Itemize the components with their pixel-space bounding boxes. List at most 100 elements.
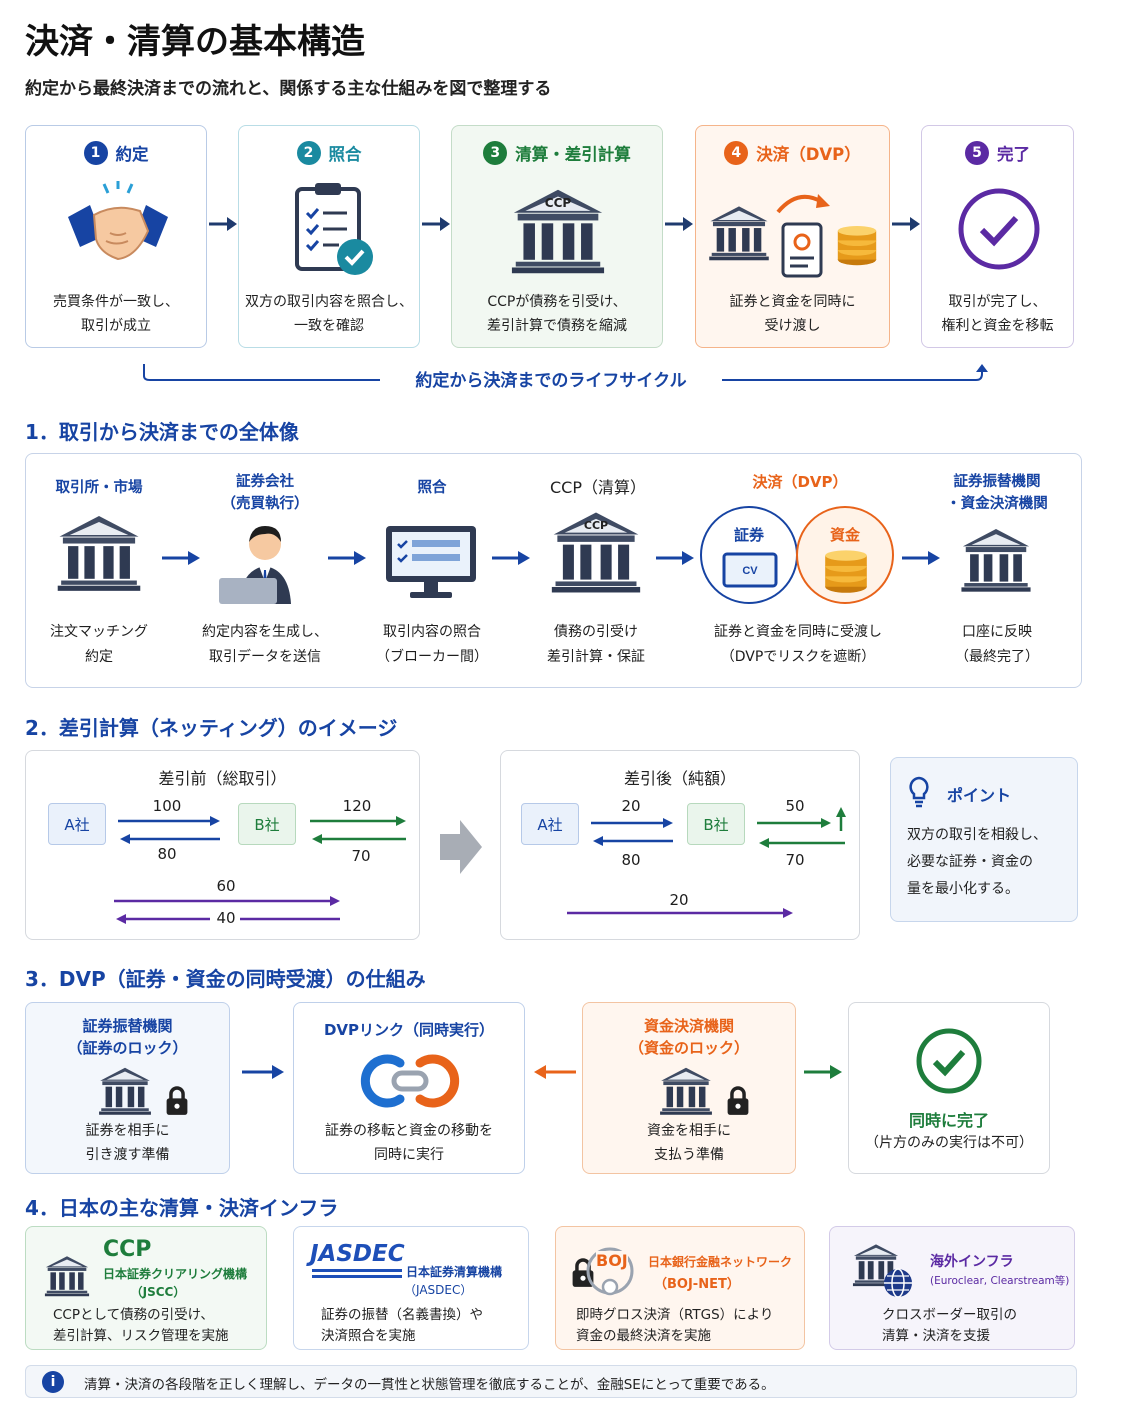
step-desc-4b: 受け渡し (764, 318, 821, 334)
point-title: ポイント (947, 786, 1012, 805)
lock-icon (725, 1086, 751, 1117)
svg-text:CV: CV (742, 565, 758, 577)
before-bc-top-value: 120 (342, 797, 372, 815)
jasdec-desc-a: 証券の振替（名義書換）や (321, 1307, 483, 1323)
company-b-node: B社 (687, 803, 745, 845)
node-depository-desc-b: （最終完了） (955, 649, 1039, 665)
step-number-3: 3 (483, 141, 508, 165)
overseas-desc-b: 清算・決済を支援 (882, 1328, 990, 1344)
infra-card-jscc: CCP 日本証券クリアリング機構 （JSCC） CCPとして債務の引受け、 差引… (25, 1226, 267, 1350)
jasdec-logo-line (312, 1275, 402, 1278)
page-subtitle: 約定から最終決済までの流れと、関係する主な仕組みを図で整理する (25, 79, 552, 99)
node-exchange-desc-a: 注文マッチング (50, 624, 148, 640)
arrow-right-icon (328, 551, 366, 565)
transfer-arrow-icon (776, 194, 830, 214)
boj-subtitle: 日本銀行金融ネットワーク (648, 1255, 793, 1269)
overseas-name: 海外インフラ (930, 1254, 1014, 1270)
arrow-right-icon (656, 551, 694, 565)
page-title: 決済・清算の基本構造 (25, 22, 365, 62)
step-desc-5b: 権利と資金を移転 (941, 318, 1054, 334)
jasdec-desc-b: 決済照合を実施 (321, 1328, 416, 1344)
section2-heading: 2．差引計算（ネッティング）のイメージ (25, 716, 398, 740)
node-ccp-desc-a: 債務の引受け (554, 624, 638, 640)
check-circle-icon (958, 188, 1040, 270)
after-bc-bottom-value: 70 (785, 851, 805, 869)
after-flow-arrows (567, 807, 846, 918)
dvp-securities-box-desc-b: 引き渡す準備 (85, 1147, 170, 1163)
checklist-icon (293, 181, 375, 277)
after-ab-top-value: 20 (621, 797, 641, 815)
arrow-left-icon (534, 1065, 576, 1079)
lightbulb-icon (909, 776, 929, 808)
netting-before-title: 差引前（総取引） (158, 769, 287, 788)
exchange-bank-icon (57, 516, 141, 591)
node-exchange-desc-b: 約定 (85, 649, 113, 665)
dvp-cash-box: 資金決済機関 （資金のロック） 資金を相手に 支払う準備 (582, 1002, 796, 1174)
step-number-2: 2 (296, 141, 321, 165)
footer-note: i 清算・決済の各段階を正しく理解し、データの一貫性と状態管理を徹底することが、… (25, 1365, 1077, 1398)
node-ccp-title: CCP（清算） (550, 478, 646, 497)
step-title-5: 完了 (997, 145, 1030, 164)
jscc-abbr: （JSCC） (130, 1285, 186, 1299)
after-long-value: 20 (669, 891, 689, 909)
arrow-right-icon (804, 1065, 842, 1079)
infra-card-boj: BOJ 日本銀行金融ネットワーク （BOJ-NET） 即時グロス決済（RTGS）… (555, 1226, 805, 1350)
point-line-1: 双方の取引を相殺し、 (907, 827, 1047, 843)
handshake-icon (66, 181, 170, 271)
dvp-link-box: DVPリンク（同時実行） 証券の移転と資金の移動を 同時に実行 (293, 1002, 525, 1174)
globe-icon (884, 1268, 912, 1298)
node-depository-subtitle: ・資金決済機関 (946, 496, 1048, 512)
dvp-complete-desc: （片方のみの実行は不可） (865, 1135, 1033, 1151)
netting-before-panel: 差引前（総取引） A社 B社 100 80 120 70 60 40 (25, 750, 420, 940)
before-ab-bottom-value: 80 (157, 845, 177, 863)
dvp-link-box-desc-b: 同時に実行 (374, 1147, 444, 1163)
node-dvp-desc-b: （DVPでリスクを遮断） (720, 649, 876, 665)
ccp-bank-icon: CCP (510, 184, 606, 278)
node-dvp-desc-a: 証券と資金を同時に受渡し (714, 624, 882, 640)
step-title-4: 決済（DVP） (756, 145, 861, 164)
arrow-right-icon (492, 551, 530, 565)
coins-icon (837, 226, 877, 266)
depository-bank-icon (961, 529, 1031, 592)
node-matching-title: 照合 (417, 480, 447, 496)
point-panel: ポイント 双方の取引を相殺し、 必要な証券・資金の 量を最小化する。 (890, 757, 1078, 922)
arrow-right-icon (242, 1065, 284, 1079)
company-a-node: A社 (521, 803, 579, 845)
boj-logo: BOJ (596, 1251, 628, 1270)
step-number-5: 5 (965, 141, 989, 165)
arrow-right-icon (892, 217, 920, 231)
bank-icon (709, 206, 769, 261)
before-bc-bottom-value: 70 (351, 847, 371, 865)
point-line-3: 量を最小化する。 (907, 881, 1019, 897)
dvp-cash-circle: 資金 (796, 506, 894, 604)
section4-heading: 4．日本の主な清算・決済インフラ (25, 1196, 339, 1220)
arrow-right-icon (902, 551, 940, 565)
overseas-desc-a: クロスボーダー取引の (882, 1307, 1017, 1323)
monitor-icon (386, 526, 476, 598)
point-line-2: 必要な証券・資金の (907, 854, 1033, 870)
dvp-securities-circle: 証券 CV (700, 506, 798, 604)
dvp-complete-title: 同時に完了 (908, 1111, 989, 1130)
boj-desc-a: 即時グロス決済（RTGS）により (576, 1307, 774, 1323)
cash-coins-icon (825, 550, 867, 593)
ccp-tag: CCP (583, 519, 609, 532)
step-desc-3b: 差引計算で債務を縮減 (487, 318, 627, 334)
dvp-cash-box-desc-a: 資金を相手に (647, 1123, 731, 1139)
step-desc-5a: 取引が完了し、 (948, 294, 1047, 310)
step-desc-2a: 双方の取引内容を照合し、 (245, 294, 413, 310)
step-desc-2b: 一致を確認 (294, 318, 364, 334)
dvp-cash-box-desc-b: 支払う準備 (654, 1147, 724, 1163)
after-bc-top-value: 50 (785, 797, 805, 815)
arrow-right-icon (162, 551, 200, 565)
businessman-laptop-icon (219, 526, 291, 604)
jscc-bank-icon (44, 1256, 90, 1297)
node-matching-desc-b: （ブローカー間） (376, 649, 488, 665)
securities-bank-icon (99, 1067, 151, 1115)
dvp-securities-box-subtitle: （証券のロック） (67, 1039, 188, 1057)
dvp-securities-box-desc-a: 証券を相手に (85, 1123, 170, 1139)
after-ab-bottom-value: 80 (621, 851, 641, 869)
before-long-top-value: 60 (216, 877, 236, 895)
